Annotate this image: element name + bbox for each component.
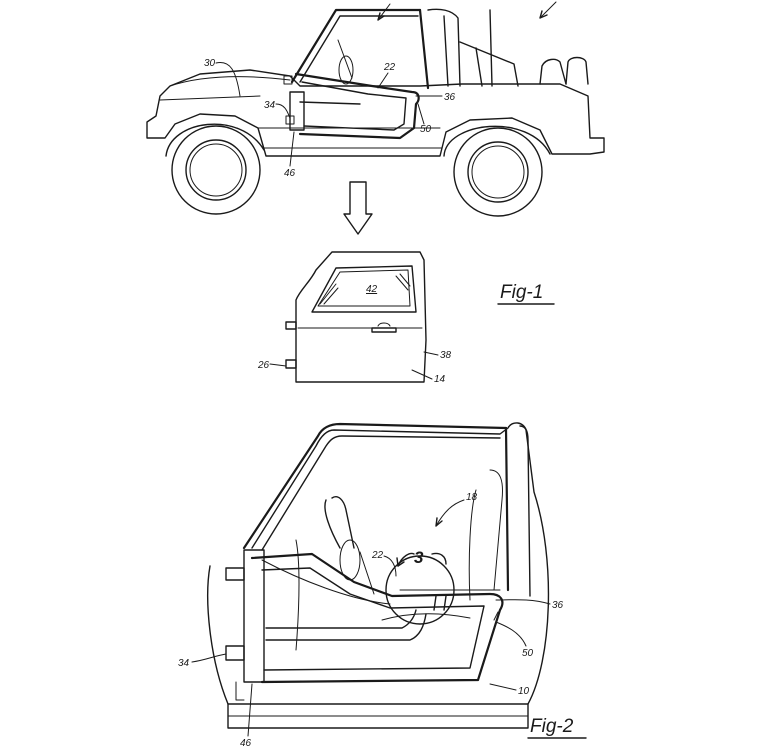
figure-label-fig-2: Fig-2: [530, 716, 574, 737]
figure-label-fig-1: Fig-1: [500, 282, 543, 303]
ref-label-10: 10: [518, 686, 530, 697]
ref-label-26: 26: [257, 360, 270, 371]
ref-label-30: 30: [204, 58, 216, 69]
ref-label-38: 38: [440, 350, 452, 361]
ref-label-46-fig1: 46: [284, 168, 296, 179]
ref-label-36-fig2: 36: [552, 600, 564, 611]
ref-label-14: 14: [434, 374, 446, 385]
detail-callout-3: 3: [414, 548, 424, 567]
door-frame-detail-view: [207, 422, 550, 729]
ref-label-22-fig2: 22: [371, 550, 384, 561]
ref-label-22-fig1: 22: [383, 62, 396, 73]
ref-label-50-fig1: 50: [420, 124, 432, 135]
ref-label-46-fig2: 46: [240, 738, 252, 747]
ref-label-34-fig1: 34: [264, 100, 276, 111]
removed-door-view: [285, 251, 427, 383]
ref-label-18: 18: [466, 492, 478, 503]
ref-label-34-fig2: 34: [178, 658, 190, 669]
ref-label-50-fig2: 50: [522, 648, 534, 659]
ref-label-36-fig1: 36: [444, 92, 456, 103]
ref-label-42: 42: [366, 284, 378, 295]
vehicle-side-view: [146, 8, 605, 217]
down-arrow-icon: [343, 181, 373, 235]
